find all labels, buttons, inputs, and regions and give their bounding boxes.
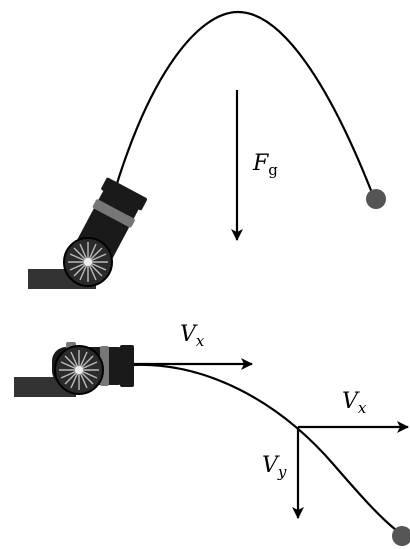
wheel-hub-top <box>84 258 92 266</box>
cannon-top <box>28 177 148 289</box>
cannonball-top <box>366 189 386 209</box>
wheel-hub-bottom <box>75 366 83 374</box>
vx-label-left: Vx <box>180 322 205 350</box>
force-symbol: F <box>252 151 269 176</box>
vx-left-subscript: x <box>196 332 205 350</box>
top-scene: Fg <box>28 10 386 289</box>
vy-label: Vy <box>262 453 287 481</box>
bottom-scene: Vx Vx Vy <box>14 322 410 546</box>
force-subscript: g <box>268 161 278 179</box>
vy-subscript: y <box>277 463 287 481</box>
vx-left-symbol: V <box>180 322 198 347</box>
cannon-bottom <box>14 342 134 397</box>
horizontal-launch-trajectory <box>131 363 401 534</box>
vx-right-subscript: x <box>358 399 367 417</box>
cannonball-bottom <box>392 526 410 546</box>
parabolic-trajectory <box>110 10 376 201</box>
vx-right-symbol: V <box>342 389 360 414</box>
vx-label-right: Vx <box>342 389 367 417</box>
vy-symbol: V <box>262 453 280 478</box>
gravity-force-label: Fg <box>252 151 278 179</box>
